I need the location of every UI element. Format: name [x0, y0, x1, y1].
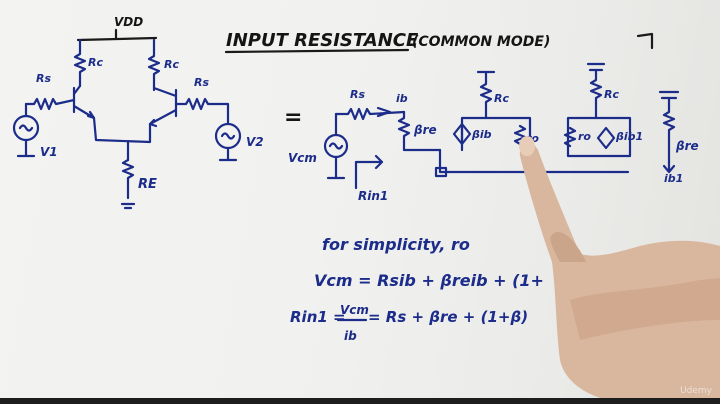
vdd-label: VDD: [114, 15, 143, 29]
beta-ib-source-icon: [452, 122, 472, 146]
diff-pair-circuit: VDD Rc Rc RE Rs V1 Rs V2: [12, 15, 264, 210]
rc-right-resistor: [147, 38, 161, 92]
vcm-label: Vcm: [288, 151, 317, 165]
v2-label: V2: [246, 135, 264, 149]
ro-right-resistor: [563, 126, 577, 148]
beta-ib1-source-icon: [596, 126, 616, 150]
vcm-source-detail: [326, 112, 346, 180]
rs-left-label: Rs: [36, 72, 51, 85]
rc-mid-resistor: [476, 70, 496, 120]
re-label: RE: [138, 177, 157, 192]
emitter-node: [92, 116, 152, 162]
rc-mid-label: Rc: [494, 92, 509, 105]
rc-right-label: Rc: [164, 58, 179, 71]
beta-re-right-label: βre: [675, 139, 699, 153]
beta-re-right-resistor: [658, 90, 680, 164]
title-underline: [224, 48, 410, 54]
equation-line1: for simplicity, ro: [322, 235, 470, 254]
rin-arrow-icon: [354, 154, 384, 190]
beta-re-left-label: βre: [413, 123, 437, 137]
rin1-label: Rin1: [358, 189, 388, 203]
rc-left-label: Rc: [88, 56, 103, 69]
beta-re-left-resistor: [397, 110, 442, 152]
rs-resistor: [334, 107, 406, 121]
ib1-label: ib1: [664, 172, 683, 185]
rs-left-resistor: [24, 97, 76, 111]
re-resistor: [120, 158, 136, 210]
rc-right-eq-resistor: [586, 62, 606, 120]
rs-right-resistor: [174, 97, 230, 126]
vdd-rail: [76, 28, 158, 42]
common-bus: [438, 148, 630, 174]
equals-sign: =: [284, 105, 302, 130]
equivalent-circuit: Vcm Rs ib βre Rin1 Rc βib ro Rc ro βib1 …: [288, 62, 699, 203]
rc-left-resistor: [73, 38, 87, 88]
ib-arrow-icon: [376, 106, 392, 118]
ib-label: ib: [396, 92, 408, 105]
v1-source-detail: [16, 102, 36, 158]
bus-node: [434, 166, 448, 178]
beta-ib-label: βib: [471, 128, 492, 141]
right-stage-wires: [566, 116, 632, 158]
corner-mark: [636, 32, 654, 50]
ro-mid-resistor: [513, 124, 527, 146]
equation-line3-lhs: Rin1 =: [290, 308, 346, 326]
q2-transistor: [148, 86, 178, 128]
title-text: INPUT RESISTANCE: [226, 30, 419, 51]
v2-source-detail: [218, 132, 238, 162]
v1-label: V1: [40, 145, 58, 159]
subtitle-text: (COMMON MODE): [412, 34, 550, 50]
beta-ib1-label: βib1: [615, 130, 643, 143]
watermark-logo: Udemy: [680, 386, 712, 396]
ib1-arrow-icon: [662, 160, 676, 174]
ro-right-label: ro: [578, 130, 591, 143]
equation-frac-denominator: ib: [344, 329, 357, 343]
rs-right-label: Rs: [194, 76, 209, 89]
rs-label: Rs: [350, 88, 365, 101]
rc-right-eq-label: Rc: [604, 88, 619, 101]
video-letterbox: [0, 398, 720, 404]
equation-line2: Vcm = Rsib + βreib + (1+: [314, 271, 544, 290]
presenter-hand-image: [519, 136, 720, 404]
equation-frac-numerator: Vcm: [340, 303, 369, 317]
equation-line3-rhs: = Rs + βre + (1+β): [368, 308, 528, 326]
q1-transistor: [72, 84, 96, 120]
